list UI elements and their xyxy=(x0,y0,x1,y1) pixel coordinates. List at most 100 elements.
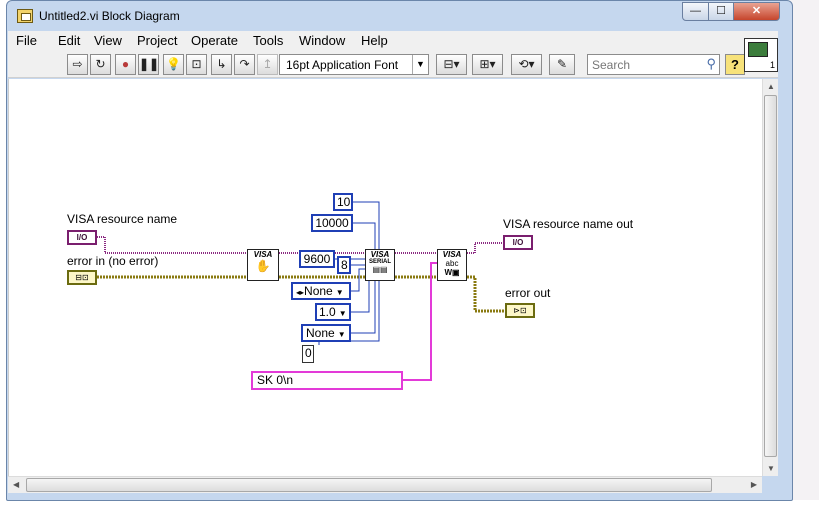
pause-button[interactable]: ❚❚ xyxy=(138,54,159,75)
error-out-label: error out xyxy=(505,286,551,300)
abort-button[interactable]: ● xyxy=(115,54,136,75)
step-out-button[interactable]: ↥ xyxy=(257,54,278,75)
background-window-right xyxy=(790,0,819,510)
timeout-wire xyxy=(353,201,380,251)
zero-constant[interactable]: 0 xyxy=(302,345,314,363)
horizontal-scroll-thumb[interactable] xyxy=(26,478,712,492)
step-into-button[interactable]: ↳ xyxy=(211,54,232,75)
horizontal-scrollbar[interactable]: ◀ ▶ xyxy=(8,476,762,493)
scroll-right-icon[interactable]: ▶ xyxy=(750,480,757,489)
step-over-button[interactable]: ↷ xyxy=(234,54,255,75)
visa-resource-name-out-label: VISA resource name out xyxy=(503,217,634,231)
parity-constant[interactable]: ◂▸None▼ xyxy=(291,282,351,300)
stopbits-wire xyxy=(351,275,370,313)
run-button[interactable]: ⇨ xyxy=(67,54,88,75)
step-over-icon: ↷ xyxy=(239,57,250,71)
menu-view[interactable]: View xyxy=(94,33,122,48)
cleanup-diagram-button[interactable]: ✎ xyxy=(549,54,575,75)
font-selector-value: 16pt Application Font xyxy=(286,58,399,72)
timeout2-constant[interactable]: 10000 xyxy=(311,214,353,232)
chevron-down-icon: ▼ xyxy=(338,309,347,318)
visa-wire xyxy=(467,242,503,254)
cleanup-brush-icon: ✎ xyxy=(556,57,568,71)
font-selector[interactable]: 16pt Application Font ▼ xyxy=(279,54,429,75)
menu-edit[interactable]: Edit xyxy=(58,33,81,48)
error-in-control[interactable]: ⊟⊡ xyxy=(67,270,97,285)
visa-write-subvi[interactable]: VISA abc W▣ xyxy=(437,249,467,281)
lightbulb-icon: 💡 xyxy=(166,57,181,71)
error-in-label: error in (no error) xyxy=(67,254,159,268)
maximize-button[interactable]: ☐ xyxy=(708,2,734,21)
error-out-indicator[interactable]: ⊳⊡ xyxy=(505,303,535,318)
retain-wire-values-button[interactable]: ⊡ xyxy=(186,54,207,75)
scroll-up-icon[interactable]: ▲ xyxy=(767,82,775,91)
menu-file[interactable]: File xyxy=(16,33,37,48)
flow-control-constant[interactable]: None▼ xyxy=(301,324,351,342)
menu-bar: File Edit View Project Operate Tools Win… xyxy=(8,31,778,51)
labview-app-icon xyxy=(17,9,33,23)
timeout-constant[interactable]: 10 xyxy=(333,193,353,211)
visa-serial-text: VISA xyxy=(370,250,390,259)
menu-project[interactable]: Project xyxy=(137,33,178,48)
timeout2-wire xyxy=(353,222,376,255)
command-string-constant[interactable]: SK 0\n xyxy=(251,371,403,390)
visa-write-text: VISA xyxy=(442,250,462,259)
step-into-icon: ↳ xyxy=(216,57,227,71)
close-button[interactable]: ✕ xyxy=(733,2,780,21)
string-wire xyxy=(403,262,439,381)
visa-wire xyxy=(97,236,247,254)
visa-open-subvi[interactable]: VISA ✋ xyxy=(247,249,279,281)
align-objects-icon: ⊟▾ xyxy=(443,57,460,71)
search-input[interactable]: Search ⚲ xyxy=(587,54,720,75)
vi-connector-icon[interactable]: 1 xyxy=(744,38,778,72)
visa-resource-name-label: VISA resource name xyxy=(67,212,178,226)
flow-control-value: None xyxy=(306,326,335,340)
visa-configure-serial-subvi[interactable]: VISA SERIAL ▤▤ xyxy=(365,249,395,281)
visa-resource-name-control[interactable]: I/O xyxy=(67,230,97,245)
run-arrow-icon: ⇨ xyxy=(72,57,83,71)
visa-serial-subtext: SERIAL xyxy=(368,259,391,265)
context-help-button[interactable]: ? xyxy=(725,54,745,75)
visa-resource-name-out-indicator[interactable]: I/O xyxy=(503,235,533,250)
toolbar: ⇨ ↻ ● ❚❚ 💡 ⊡ ↳ ↷ ↥ 16pt Application Font… xyxy=(8,51,778,78)
parity-wire xyxy=(351,268,365,292)
reorder-button[interactable]: ⟲▾ xyxy=(511,54,542,75)
error-cluster-icon: ⊳⊡ xyxy=(513,306,527,315)
align-objects-button[interactable]: ⊟▾ xyxy=(436,54,467,75)
chevron-down-icon: ▼ xyxy=(412,55,428,74)
stop-bits-constant[interactable]: 1.0▼ xyxy=(315,303,351,321)
menu-tools[interactable]: Tools xyxy=(253,33,284,48)
diagram-canvas[interactable]: VISA resource name I/O error in (no erro… xyxy=(8,79,762,476)
flow-wire xyxy=(351,275,376,334)
title-bar[interactable]: Untitled2.vi Block Diagram — ☐ ✕ xyxy=(7,1,792,31)
parity-value: None xyxy=(304,284,333,298)
baud-rate-constant[interactable]: 9600 xyxy=(299,250,335,268)
stop-circle-icon: ● xyxy=(121,57,130,71)
reorder-icon: ⟲▾ xyxy=(518,57,535,71)
pause-icon: ❚❚ xyxy=(139,57,160,71)
vi-icon-screen xyxy=(748,42,768,57)
minimize-button[interactable]: — xyxy=(682,2,709,21)
serial-port-icon: ▤▤ xyxy=(372,265,388,274)
error-wire xyxy=(467,275,507,313)
background-window-bottom xyxy=(0,500,819,510)
scroll-down-icon[interactable]: ▼ xyxy=(767,464,775,473)
menu-window[interactable]: Window xyxy=(299,33,346,48)
write-w-icon: W▣ xyxy=(444,268,460,277)
distribute-objects-button[interactable]: ⊞▾ xyxy=(472,54,503,75)
search-placeholder: Search xyxy=(592,58,631,72)
vi-icon-number: 1 xyxy=(769,60,775,70)
wires-layer xyxy=(97,201,507,381)
menu-help[interactable]: Help xyxy=(361,33,388,48)
distribute-objects-icon: ⊞▾ xyxy=(479,57,496,71)
error-cluster-icon: ⊟⊡ xyxy=(75,273,89,282)
window-title: Untitled2.vi Block Diagram xyxy=(39,9,180,23)
vertical-scroll-thumb[interactable] xyxy=(764,95,777,457)
vertical-scrollbar[interactable]: ▲ ▼ xyxy=(762,79,778,476)
highlight-execution-button[interactable]: 💡 xyxy=(163,54,184,75)
menu-operate[interactable]: Operate xyxy=(191,33,238,48)
run-continuously-button[interactable]: ↻ xyxy=(90,54,111,75)
scroll-left-icon[interactable]: ◀ xyxy=(13,480,20,489)
data-bits-constant[interactable]: 8 xyxy=(337,256,351,274)
stop-bits-value: 1.0 xyxy=(319,305,336,319)
